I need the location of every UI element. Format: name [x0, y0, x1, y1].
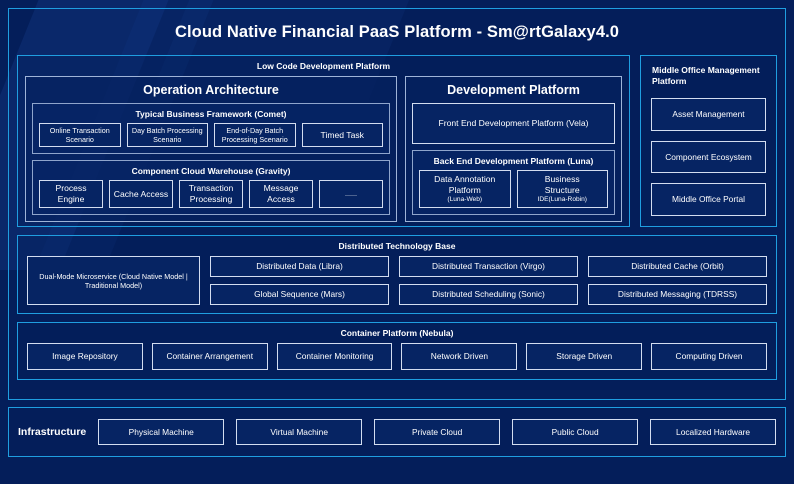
group-row-component-cloud-warehouse: Process Engine Cache Access Transaction …: [33, 180, 389, 213]
chip-line-1: Data Annotation: [434, 174, 496, 185]
chip-process-engine[interactable]: Process Engine: [39, 180, 103, 208]
chip-middle-office-portal[interactable]: Middle Office Portal: [651, 183, 766, 216]
chip-transaction-processing[interactable]: Transaction Processing: [179, 180, 243, 208]
chip-distributed-transaction[interactable]: Distributed Transaction (Virgo): [399, 256, 578, 278]
container-platform-body: Image Repository Container Arrangement C…: [18, 343, 776, 379]
operation-architecture-body: Typical Business Framework (Comet) Onlin…: [26, 103, 396, 220]
chip-storage-driven[interactable]: Storage Driven: [526, 343, 643, 370]
section-title-distributed-technology-base: Distributed Technology Base: [338, 241, 456, 251]
distributed-technology-base-body: Dual-Mode Microservice (Cloud Native Mod…: [18, 256, 776, 313]
group-back-end-development-platform: Back End Development Platform (Luna) Dat…: [412, 150, 615, 215]
dtb-column-1: Distributed Data (Libra) Global Sequence…: [210, 256, 389, 305]
group-title-back-end-development-platform: Back End Development Platform (Luna): [433, 156, 594, 167]
chip-distributed-cache[interactable]: Distributed Cache (Orbit): [588, 256, 767, 278]
dtb-column-3: Distributed Cache (Orbit) Distributed Me…: [588, 256, 767, 305]
panel-operation-architecture: Operation Architecture Typical Business …: [25, 76, 397, 222]
chip-network-driven[interactable]: Network Driven: [401, 343, 518, 370]
chip-computing-driven[interactable]: Computing Driven: [651, 343, 767, 370]
section-infrastructure: Infrastructure Physical Machine Virtual …: [8, 407, 786, 457]
chip-global-sequence[interactable]: Global Sequence (Mars): [210, 284, 389, 305]
chip-online-transaction-scenario[interactable]: Online Transaction Scenario: [39, 123, 121, 148]
panel-title-operation-architecture: Operation Architecture: [143, 83, 279, 98]
infrastructure-list: Physical Machine Virtual Machine Private…: [98, 419, 777, 445]
group-row-back-end-items: Data Annotation Platform (Luna-Web) Busi…: [413, 170, 614, 213]
group-title-component-cloud-warehouse: Component Cloud Warehouse (Gravity): [131, 166, 291, 177]
chip-day-batch-processing-scenario[interactable]: Day Batch Processing Scenario: [126, 123, 208, 148]
chip-image-repository[interactable]: Image Repository: [27, 343, 143, 370]
section-container-platform: Container Platform (Nebula) Image Reposi…: [17, 322, 777, 380]
chip-message-access[interactable]: Message Access: [249, 180, 313, 208]
chip-physical-machine[interactable]: Physical Machine: [98, 419, 225, 445]
chip-public-cloud[interactable]: Public Cloud: [512, 419, 639, 445]
chip-virtual-machine[interactable]: Virtual Machine: [236, 419, 363, 445]
section-middle-office-management-platform: Middle Office Management Platform Asset …: [640, 55, 777, 227]
platform-frame: Cloud Native Financial PaaS Platform - S…: [8, 8, 786, 400]
top-row: Low Code Development Platform Operation …: [17, 55, 777, 227]
group-title-typical-business-framework: Typical Business Framework (Comet): [135, 109, 287, 120]
group-row-typical-business-framework: Online Transaction Scenario Day Batch Pr…: [33, 123, 389, 153]
chip-cache-access[interactable]: Cache Access: [109, 180, 173, 208]
chip-component-ecosystem[interactable]: Component Ecosystem: [651, 140, 766, 174]
section-title-middle-office: Middle Office Management Platform: [652, 65, 760, 87]
chip-distributed-scheduling[interactable]: Distributed Scheduling (Sonic): [399, 284, 578, 305]
chip-asset-management[interactable]: Asset Management: [651, 97, 766, 131]
chip-localized-hardware[interactable]: Localized Hardware: [650, 419, 777, 445]
section-title-container-platform: Container Platform (Nebula): [340, 328, 454, 338]
group-component-cloud-warehouse: Component Cloud Warehouse (Gravity) Proc…: [32, 160, 390, 215]
chip-end-of-day-batch-processing-scenario[interactable]: End-of-Day Batch Processing Scenario: [214, 123, 296, 148]
chip-more-ellipsis[interactable]: ......: [319, 180, 383, 208]
chip-private-cloud[interactable]: Private Cloud: [374, 419, 501, 445]
page-title: Cloud Native Financial PaaS Platform - S…: [174, 23, 620, 41]
chip-line-2: Platform: [448, 184, 481, 195]
section-distributed-technology-base: Distributed Technology Base Dual-Mode Mi…: [17, 235, 777, 314]
middle-office-list: Asset Management Component Ecosystem Mid…: [651, 97, 766, 216]
section-low-code-development-platform: Low Code Development Platform Operation …: [17, 55, 630, 227]
chip-line-3: (Luna-Web): [447, 195, 483, 203]
chip-container-arrangement[interactable]: Container Arrangement: [151, 343, 268, 370]
infrastructure-label: Infrastructure: [18, 426, 87, 438]
group-typical-business-framework: Typical Business Framework (Comet) Onlin…: [32, 103, 390, 155]
chip-timed-task[interactable]: Timed Task: [301, 123, 383, 148]
chip-dual-mode-microservice[interactable]: Dual-Mode Microservice (Cloud Native Mod…: [27, 256, 200, 305]
chip-data-annotation-platform[interactable]: Data Annotation Platform (Luna-Web): [419, 170, 511, 208]
chip-front-end-development-platform[interactable]: Front End Development Platform (Vela): [412, 103, 615, 145]
chip-distributed-data[interactable]: Distributed Data (Libra): [210, 256, 389, 278]
panel-development-platform: Development Platform Front End Developme…: [405, 76, 622, 222]
chip-line-1: Business: [544, 174, 580, 185]
low-code-body: Operation Architecture Typical Business …: [18, 76, 629, 228]
chip-business-structure-ide[interactable]: Business Structure IDE(Luna-Robin): [516, 170, 608, 208]
section-title-low-code: Low Code Development Platform: [256, 61, 391, 71]
chip-container-monitoring[interactable]: Container Monitoring: [276, 343, 393, 370]
chip-line-3: IDE(Luna-Robin): [537, 195, 587, 203]
dtb-column-2: Distributed Transaction (Virgo) Distribu…: [399, 256, 578, 305]
chip-distributed-messaging[interactable]: Distributed Messaging (TDRSS): [588, 284, 767, 305]
development-platform-body: Front End Development Platform (Vela) Ba…: [406, 103, 621, 220]
panel-title-development-platform: Development Platform: [447, 83, 580, 98]
chip-line-2: Structure: [544, 184, 580, 195]
